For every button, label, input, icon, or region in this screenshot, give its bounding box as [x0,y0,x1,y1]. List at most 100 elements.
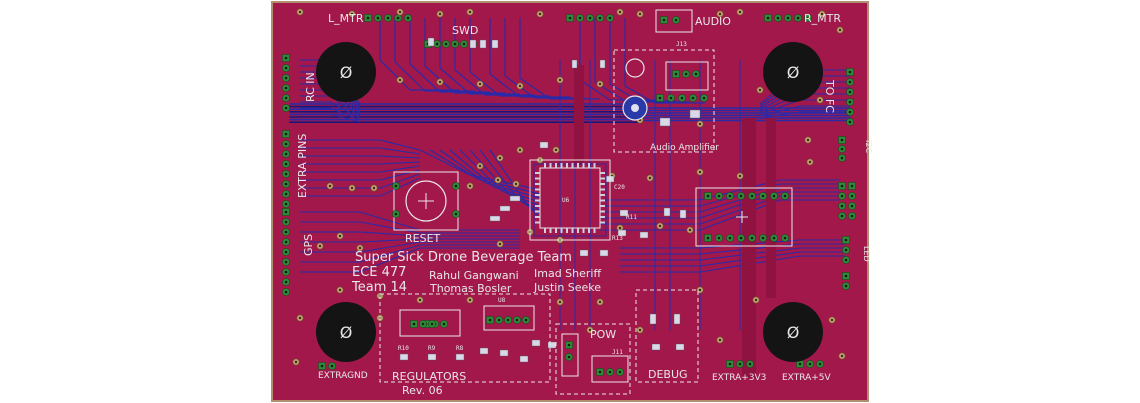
mcu-pin [544,228,546,233]
via-drill [514,182,518,186]
pad-drill [568,16,572,20]
trace-gps [300,247,520,273]
label-gps: GPS [302,234,315,256]
pad-drill [766,16,770,20]
label-r-mtr: R_MTR [804,12,841,25]
trace-left [300,113,361,123]
mount-hole-bottom-right: Ø [763,302,823,362]
mcu-pin [535,210,540,213]
via-drill [648,176,652,180]
mcu-pin [593,163,596,168]
mcu-pin [571,163,574,168]
mount-hole-top-right: Ø [763,42,823,102]
pad-drill [497,318,501,322]
pad-drill [728,362,732,366]
via-drill [398,78,402,82]
smd-part [489,215,501,222]
via-drill [718,338,722,342]
trace-top [624,18,705,104]
pad-drill [848,80,852,84]
trace-left [300,161,421,165]
pad-drill [284,172,288,176]
smd-part [579,249,589,257]
smd-part [427,37,435,47]
mcu-pin [600,177,605,180]
pad-drill [680,96,684,100]
pad-drill [840,194,844,198]
pad-drill [783,236,787,240]
mcu-pin [566,228,568,233]
pad-drill [850,194,854,198]
trace-left [300,173,421,189]
pad-drill [796,16,800,20]
pad-drill [717,236,721,240]
label-reset: RESET [405,232,441,245]
via-drill [806,138,810,142]
mount-hole-top-left: Ø [316,42,376,102]
pad-drill [748,362,752,366]
pad-drill [702,96,706,100]
trace-top [409,18,490,93]
via-drill [468,10,472,14]
smd-part [599,249,609,257]
mcu-pin [555,163,557,168]
pad-drill [848,90,852,94]
label-rc-in: RC IN [304,72,317,102]
mcu-outer-outline [529,159,611,241]
via-drill [718,12,722,16]
via-drill [438,12,442,16]
label-member-1: Rahul Gangwani [429,269,519,282]
trace-left [300,165,421,173]
pad-drill [444,42,448,46]
trace-gps [300,231,520,237]
label-team: Team 14 [351,280,407,295]
trace-left [300,139,421,151]
via-drill [738,10,742,14]
pad-drill [524,318,528,322]
smd-part [673,313,681,325]
pad-drill [284,270,288,274]
via-drill [638,328,642,332]
mcu-pin [571,228,574,233]
pad-drill [669,96,673,100]
pad-drill [840,138,844,142]
mcu-pin [535,177,540,180]
smd-part [649,313,657,325]
pad-drill [435,42,439,46]
smd-part [509,195,521,202]
label-regulators: REGULATORS [392,370,466,383]
pad-drill [750,236,754,240]
mcu-body-outline [539,167,601,229]
svg-text:Ø: Ø [787,323,800,342]
pad-drill [844,284,848,288]
pad-drill [618,370,622,374]
via-drill [478,82,482,86]
via-drill [438,80,442,84]
trace-diag [489,149,541,219]
regulators-outline [379,293,551,383]
smd-part [479,347,489,355]
pad-drill [284,250,288,254]
via-drill [838,28,842,32]
mcu-pin [535,172,540,174]
pad-drill [394,212,398,216]
smd-part [639,231,649,239]
via-drill [318,244,322,248]
smd-part [539,141,549,149]
mcu-pin [555,228,557,233]
trace-diag [449,149,541,203]
pad-drill [453,42,457,46]
smd-part [675,343,685,351]
pad-drill [386,16,390,20]
pad-drill [674,18,678,22]
pad-drill [284,96,288,100]
smd-part [679,209,687,219]
pad-drill [840,214,844,218]
trace-left [300,101,361,119]
smd-part [689,109,701,119]
pad-drill [284,240,288,244]
via-drill [398,10,402,14]
pad-drill [567,343,571,347]
ref-r9: R9 [428,345,436,352]
